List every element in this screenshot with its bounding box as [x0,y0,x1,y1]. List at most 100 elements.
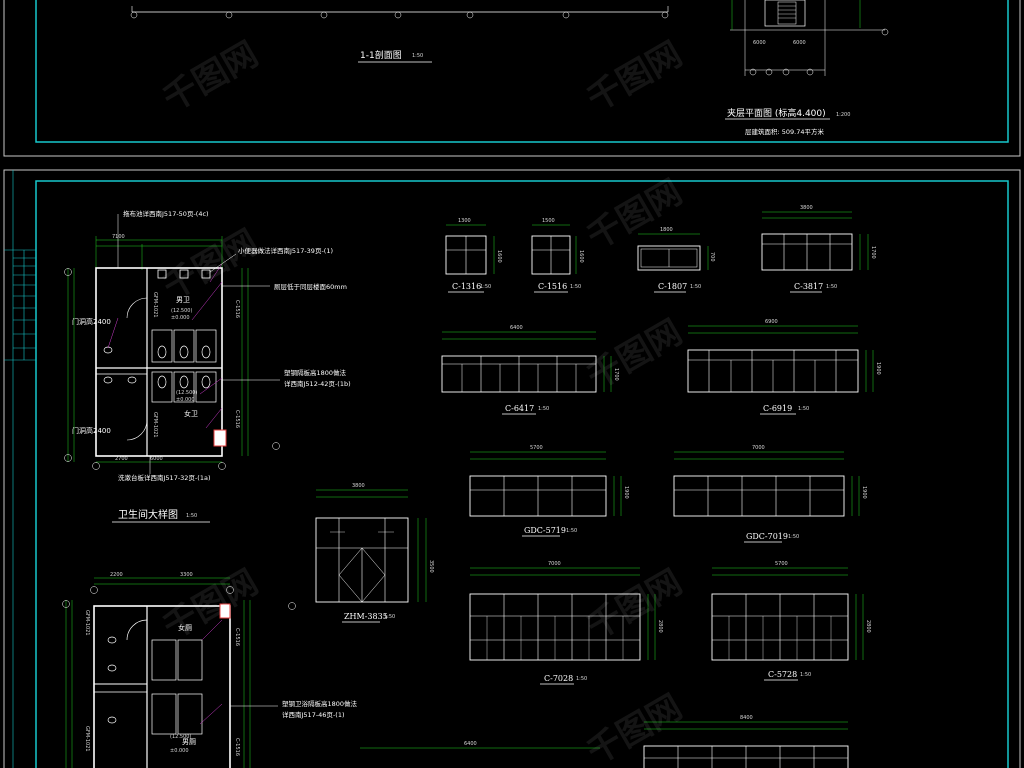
label-c-7028: C-7028 [544,674,573,683]
dim-c1516-w: 1500 [542,218,555,224]
rp-dim-top: 7100 [112,234,125,240]
window-c-6417: 6400 1700 C-6417 1:50 [441,325,619,415]
scale-c-1516: 1:50 [570,284,581,290]
watermark-layer: 千图网 千图网 千图网 千图网 千图网 千图网 千图网 千图网 [157,34,689,768]
label-c-1316: C-1316 [452,282,481,291]
dim-bottom-2: 8400 [740,715,753,721]
title-strip [4,170,36,768]
restroom-title: 卫生间大样图 [118,508,178,521]
watermark: 千图网 [581,34,689,120]
window-schedule: 1300 1600 C-1316 1:50 1500 1600 [315,205,881,768]
dim-c3817-h: 1700 [870,246,876,259]
dim-c6417-h: 1700 [613,368,619,381]
zero-1: ±0.000 [171,315,190,321]
level-1: (12.500) [171,308,192,314]
stalls-men [151,329,217,363]
dim-c1316-h: 1600 [496,250,502,263]
label-gdc-5719: GDC-5719 [524,526,566,535]
note-urinal: 小便器做法详西南J517-39页-(1) [238,246,333,255]
mezz-title: 夹层平面图 (标高4.400) [727,107,826,119]
door-tag: GFM-1021 [152,292,158,318]
rp-dim-bottom-2: 2700 [115,456,128,462]
section-drawing: 1-1剖面图 1:50 [130,6,669,63]
dim-c5728-w: 5700 [775,561,788,567]
lower-sheet: 7100 6000 2700 [3,169,1021,768]
scale-c-1316: 1:50 [480,284,491,290]
rp-outer-wall [95,267,223,457]
room-men: 男卫 [176,296,190,304]
dim-zhm3835-h: 3500 [428,560,434,573]
window-c-1316: 1300 1600 C-1316 1:50 [445,218,502,293]
dim-bottom-1: 6400 [464,741,477,747]
dim-c6919-w: 6900 [765,319,778,325]
red-marker [213,429,227,447]
rp-dim-bottom: 6000 [150,456,163,462]
dim-gdc7019-h: 1900 [861,486,867,499]
rp2-dim-2: 3300 [180,572,193,578]
restroom-detail-plan-2: 2200 3300 女厕 男厕 (12.500) ±0.000 C-1516 C… [62,572,358,768]
dim-zhm3835-w: 3800 [352,483,365,489]
dim-c5728-h: 2800 [865,620,871,633]
dim-gdc5719-w: 5700 [530,445,543,451]
dim-c3817-w: 3800 [800,205,813,211]
win-tag-3: C-1516 [234,628,240,646]
sinks [103,346,137,384]
win-tag: C-1516 [234,300,240,318]
label-c-5728: C-5728 [768,670,797,679]
dim-gdc7019-w: 7000 [752,445,765,451]
note-partition-2: 塑钢卫浴隔板高1800做法 [282,699,358,708]
win-tag-4: C-1516 [234,738,240,756]
door-tag-4: GFM-1021 [84,726,90,752]
watermark: 千图网 [157,222,265,308]
label-c-6919: C-6919 [763,404,792,413]
scale-c-3817: 1:50 [826,284,837,290]
door-tag-2: GFM-1021 [152,412,158,438]
dim-c1316-w: 1300 [458,218,471,224]
label-c-3817: C-3817 [794,282,823,291]
mezzanine-plan: 6000 6000 夹层平面图 (标高4.400) 1:200 层建筑面积: 5… [725,0,889,136]
section-title: 1-1剖面图 [360,49,402,61]
dim-c1516-h: 1600 [578,250,584,263]
dim-gdc5719-h: 1900 [623,486,629,499]
level-2: (12.500) [176,390,197,396]
scale-c-7028: 1:50 [576,676,587,682]
scale-c-6919: 1:50 [798,406,809,412]
section-scale: 1:50 [412,53,423,59]
note-partition: 塑钢隔板高1800做法 [284,368,347,377]
room-women: 女卫 [184,409,198,418]
window-c-1807: 1800 700 C-1807 1:50 [637,227,715,293]
level-3: (12.500) [170,734,191,740]
watermark: 千图网 [157,562,265,648]
room-women-2: 女厕 [178,623,192,632]
upper-sheet: 1-1剖面图 1:50 6000 6000 夹层平面图 (标高4.400) [3,0,1021,157]
window-gdc-7019: 7000 1900 GDC-7019 1:50 [673,445,867,543]
window-partial-bottom: 6400 8400 [360,715,849,768]
room-men-2: 男厕 [182,738,196,746]
watermark: 千图网 [581,172,689,258]
zero-3: ±0.000 [170,748,189,754]
label-zhm-3835: ZHM-3835 [344,612,388,621]
dim-c1807-w: 1800 [660,227,673,233]
watermark: 千图网 [581,312,689,398]
scale-c-5728: 1:50 [800,672,811,678]
upper-frame [35,0,1009,143]
mezz-dim-1: 6000 [753,40,766,46]
dim-c6919-h: 1900 [875,362,881,375]
note-mop-sink: 拖布池详西南J517-50页-(4c) [123,209,209,218]
note-counter: 洗漱台板详西南J517-32页-(1a) [118,473,210,482]
label-c-1807: C-1807 [658,282,687,291]
label-gdc-7019: GDC-7019 [746,532,788,541]
window-c-6919: 6900 1900 C-6919 1:50 [687,319,881,415]
scale-c-1807: 1:50 [690,284,701,290]
restroom-detail-plan: 7100 6000 2700 [64,209,351,523]
lower-frame [35,180,1009,768]
restroom-scale: 1:50 [186,513,197,519]
rp2-dim-1: 2200 [110,572,123,578]
note-partition-ref: 详西南J512-42页-(1b) [284,379,351,388]
door-height-1: 门洞高2400 [72,317,111,326]
window-c-1516: 1500 1600 C-1516 1:50 [531,218,584,293]
watermark: 千图网 [157,34,265,120]
label-c-1516: C-1516 [538,282,567,291]
win-tag-2: C-1516 [234,410,240,428]
